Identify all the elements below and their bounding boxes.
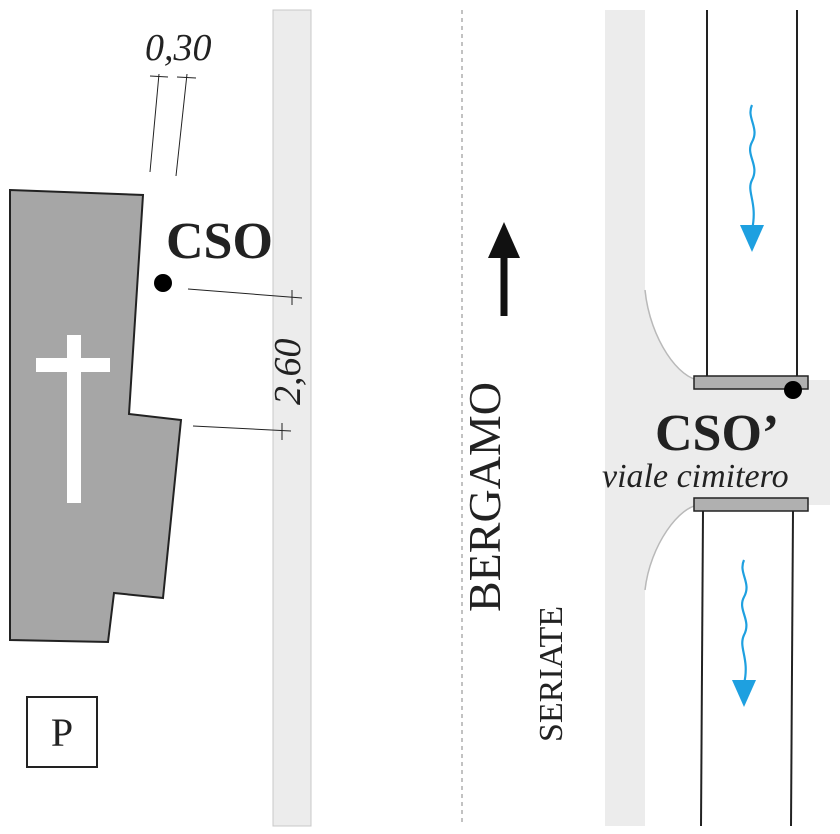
culvert-grate-top [693,375,809,390]
viale-cimitero-label: viale cimitero [602,458,789,495]
culvert-grate-bottom [693,497,809,512]
church-building [9,188,183,644]
cso-prime-point [784,381,802,399]
arrow-up-icon [488,222,520,316]
cso-point [154,274,172,292]
channel-line-right-bottom [790,510,794,827]
sidewalk-band-left [272,9,312,827]
dimension-lines-top [149,73,197,177]
seriate-label: SERIATE [533,606,570,742]
dimension-top-label: 0,30 [145,27,212,69]
dimension-side-label: 2,60 [267,339,309,406]
water-flow-arrow-icon [732,559,756,707]
cross-icon [36,335,110,503]
cso-prime-label: CSO’ [655,405,779,462]
sidewalk-band-right-with-junction [605,10,830,826]
channel-line-left-bottom [700,510,704,827]
bergamo-label: BERGAMO [459,382,510,612]
parking-label: P [51,710,73,755]
parking-sign-icon [26,696,98,768]
water-flow-arrow-icon [740,104,764,252]
cso-label: CSO [166,213,273,270]
dimension-lines-side [187,288,303,440]
